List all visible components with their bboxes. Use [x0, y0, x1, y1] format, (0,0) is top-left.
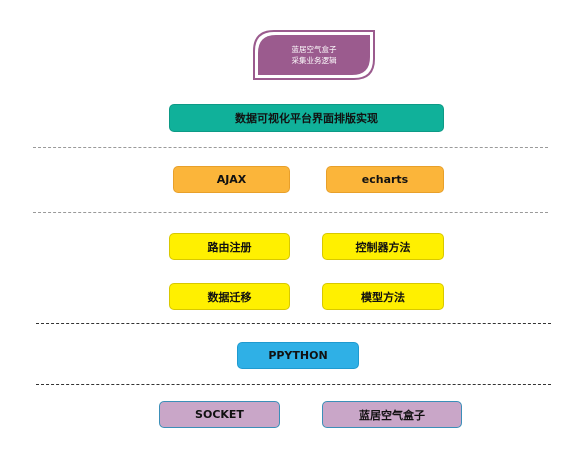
divider-2 [33, 212, 548, 213]
title-text: 蓝居空气盒子 采集业务逻辑 [252, 29, 376, 81]
controller-method-box: 控制器方法 [322, 233, 444, 260]
divider-1 [33, 147, 548, 148]
air-box-device-box: 蓝居空气盒子 [322, 401, 462, 428]
layout-layer-box: 数据可视化平台界面排版实现 [169, 104, 444, 132]
title-shape-outline [253, 30, 375, 80]
divider-4 [36, 384, 551, 385]
data-migration-box: 数据迁移 [169, 283, 290, 310]
socket-box: SOCKET [159, 401, 280, 428]
route-register-box: 路由注册 [169, 233, 290, 260]
title-line-1: 蓝居空气盒子 [291, 45, 337, 54]
title-line-2: 采集业务逻辑 [291, 56, 337, 65]
model-method-box: 模型方法 [322, 283, 444, 310]
echarts-box: echarts [326, 166, 444, 193]
title-node: 蓝居空气盒子 采集业务逻辑 [252, 29, 376, 81]
divider-3 [36, 323, 551, 324]
python-box: PPYTHON [237, 342, 359, 369]
ajax-box: AJAX [173, 166, 290, 193]
